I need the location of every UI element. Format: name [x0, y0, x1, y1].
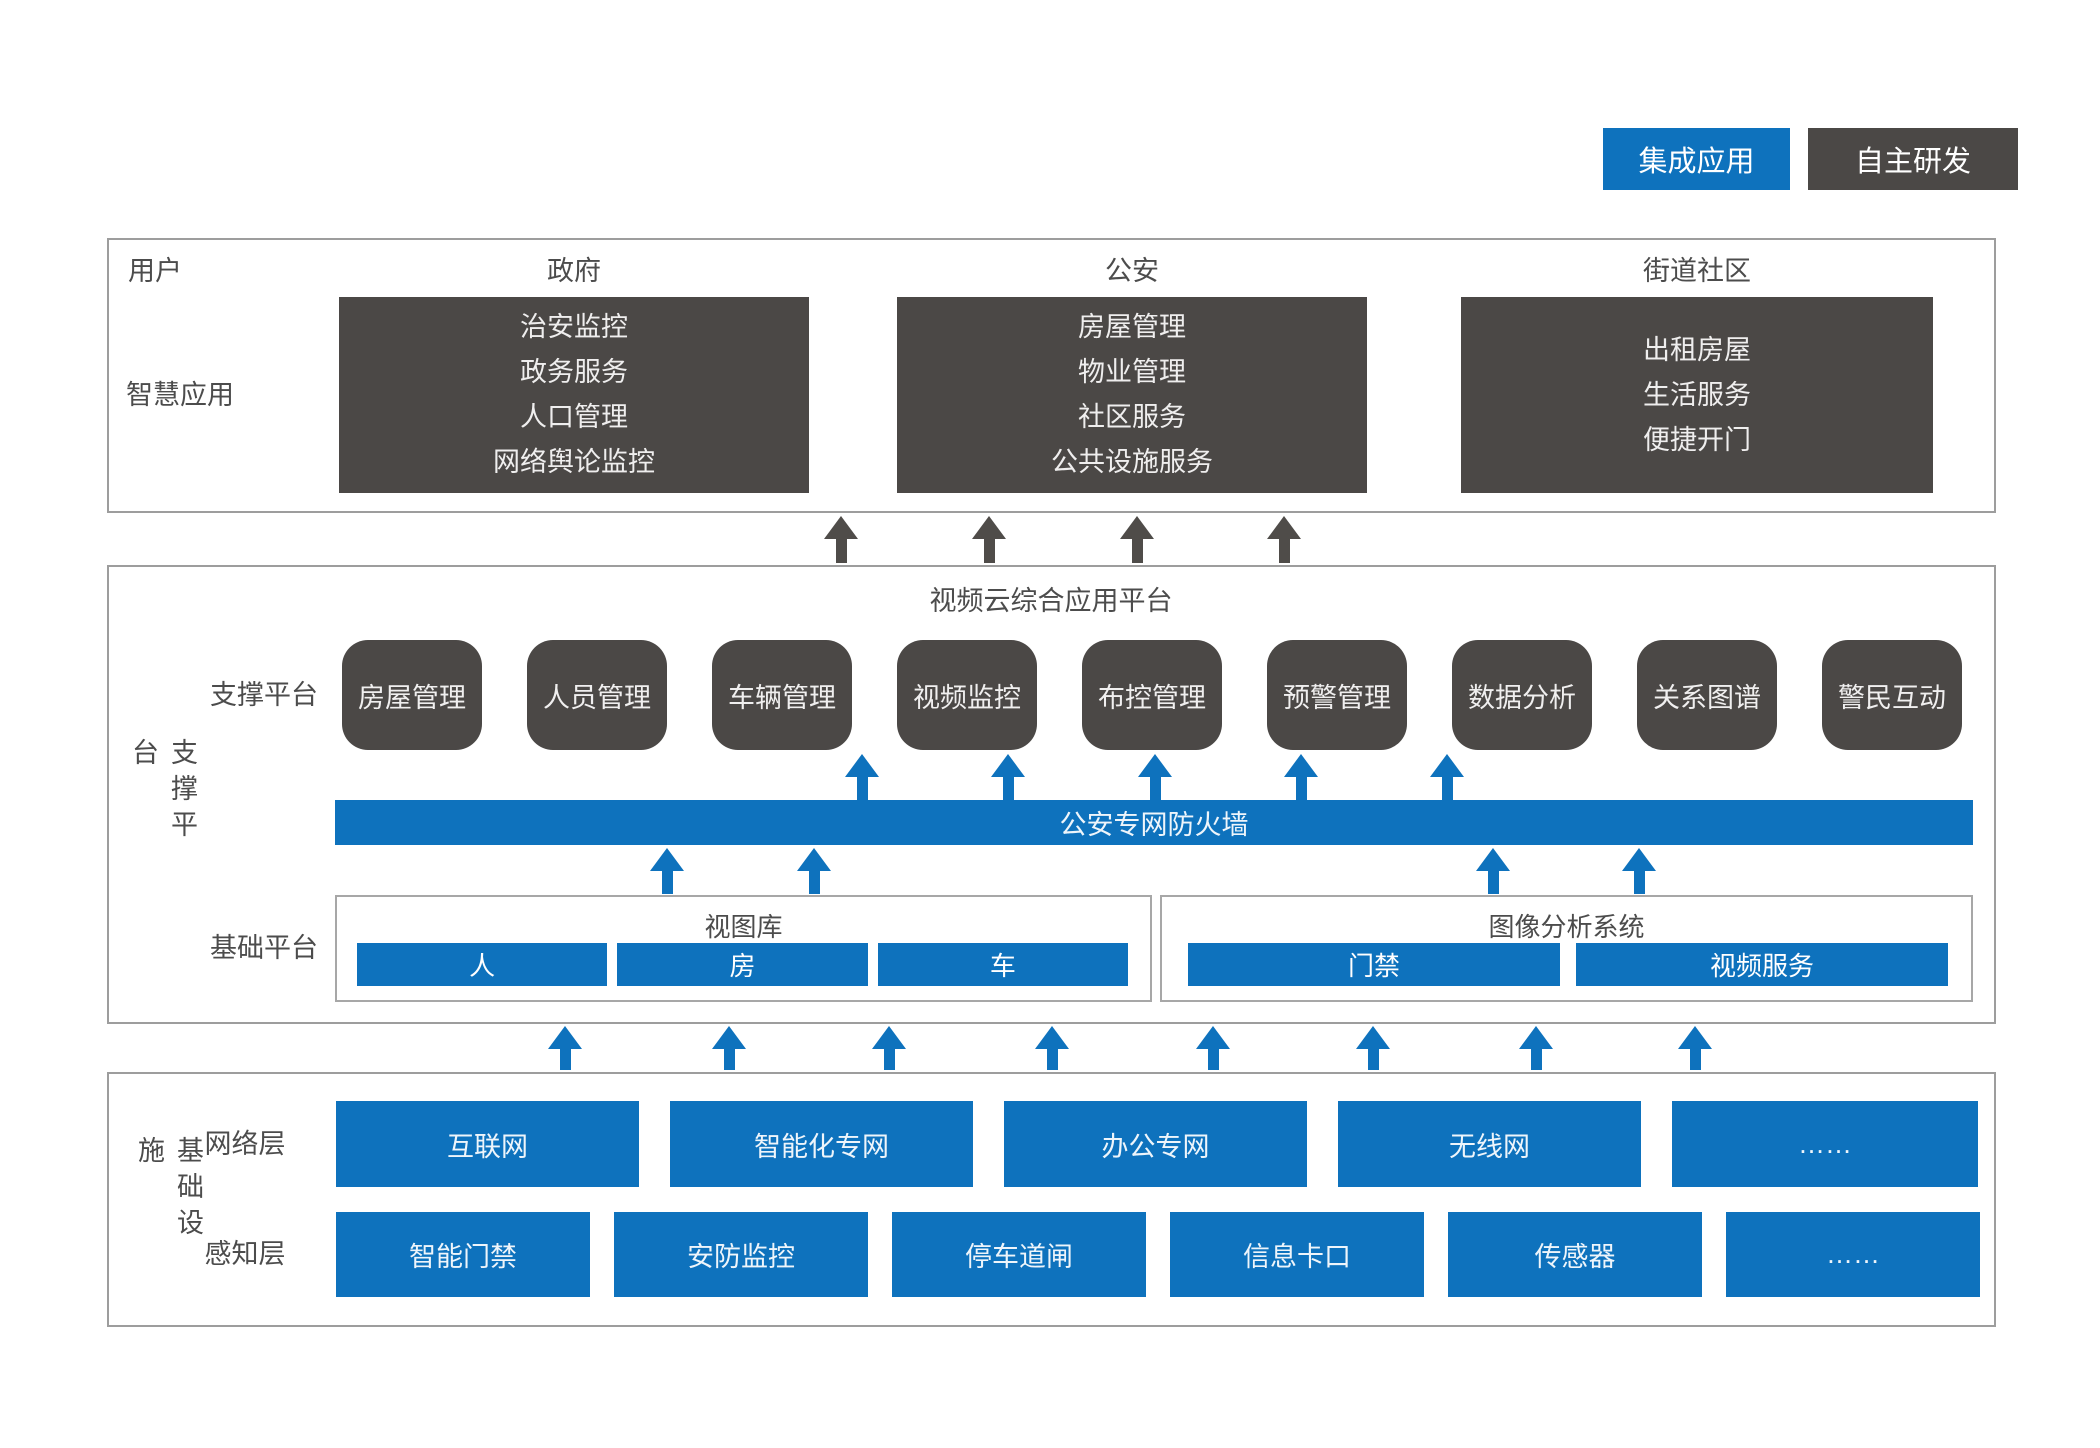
platform-side-label: 支撑平台 — [128, 738, 197, 846]
module-video-monitor: 视频监控 — [897, 640, 1037, 750]
module-house-mgmt: 房屋管理 — [342, 640, 482, 750]
arrow-up-icon — [1519, 1026, 1553, 1070]
arrow-up-icon — [797, 848, 831, 894]
arrow-up-icon — [1138, 754, 1172, 801]
infra-side-label: 基础设施 — [134, 1136, 203, 1244]
arrow-up-icon — [845, 754, 879, 801]
arrow-up-icon — [1476, 848, 1510, 894]
bar-video-service: 视频服务 — [1576, 943, 1948, 986]
module-police-citizen: 警民互动 — [1822, 640, 1962, 750]
column-header-government: 政府 — [547, 256, 601, 286]
module-relation-graph: 关系图谱 — [1637, 640, 1777, 750]
app-item: 政务服务 — [520, 357, 628, 387]
bar-house: 房 — [617, 943, 868, 986]
legend-integrated-app: 集成应用 — [1603, 128, 1790, 190]
network-intelligent: 智能化专网 — [670, 1101, 973, 1187]
image-analysis-box: 图像分析系统 门禁 视频服务 — [1160, 895, 1973, 1002]
arrow-up-icon — [824, 516, 858, 563]
sensor-security-cam: 安防监控 — [614, 1212, 868, 1297]
arrow-up-icon — [872, 1026, 906, 1070]
arrow-up-icon — [1356, 1026, 1390, 1070]
network-more: …… — [1672, 1101, 1978, 1187]
app-item: 公共设施服务 — [1051, 447, 1213, 477]
arrow-up-icon — [1267, 516, 1301, 563]
arrow-up-icon — [1430, 754, 1464, 801]
sensor-info-checkpoint: 信息卡口 — [1170, 1212, 1424, 1297]
base-row-label: 基础平台 — [210, 933, 318, 963]
sensor-layer-label: 感知层 — [204, 1239, 286, 1269]
module-warning-mgmt: 预警管理 — [1267, 640, 1407, 750]
module-vehicle-mgmt: 车辆管理 — [712, 640, 852, 750]
network-office: 办公专网 — [1004, 1101, 1307, 1187]
module-person-mgmt: 人员管理 — [527, 640, 667, 750]
police-apps-box: 房屋管理 物业管理 社区服务 公共设施服务 — [897, 297, 1367, 493]
sensor-more: …… — [1726, 1212, 1980, 1297]
users-row-label: 用户 — [128, 256, 182, 286]
arrow-up-icon — [1678, 1026, 1712, 1070]
arrow-up-icon — [1035, 1026, 1069, 1070]
arrow-up-icon — [650, 848, 684, 894]
network-wireless: 无线网 — [1338, 1101, 1641, 1187]
network-layer-label: 网络层 — [204, 1129, 286, 1159]
view-library-title: 视图库 — [704, 912, 783, 942]
arrow-up-icon — [1622, 848, 1656, 894]
smart-apps-row-label: 智慧应用 — [126, 380, 234, 410]
app-item: 出租房屋 — [1643, 334, 1751, 365]
image-analysis-title: 图像分析系统 — [1488, 912, 1645, 942]
app-item: 人口管理 — [520, 402, 628, 432]
arrow-up-icon — [972, 516, 1006, 563]
community-apps-box: 出租房屋 生活服务 便捷开门 — [1461, 297, 1933, 493]
arrow-up-icon — [712, 1026, 746, 1070]
sensor-sensors: 传感器 — [1448, 1212, 1702, 1297]
legend-self-developed: 自主研发 — [1808, 128, 2018, 190]
network-internet: 互联网 — [336, 1101, 639, 1187]
sensor-smart-door: 智能门禁 — [336, 1212, 590, 1297]
bar-person: 人 — [357, 943, 608, 986]
app-item: 社区服务 — [1078, 402, 1186, 432]
sensor-parking-gate: 停车道闸 — [892, 1212, 1146, 1297]
government-apps-box: 治安监控 政务服务 人口管理 网络舆论监控 — [339, 297, 809, 493]
app-item: 便捷开门 — [1643, 424, 1751, 455]
module-data-analysis: 数据分析 — [1452, 640, 1592, 750]
firewall-bar: 公安专网防火墙 — [335, 800, 1973, 845]
arrow-up-icon — [1196, 1026, 1230, 1070]
app-item: 网络舆论监控 — [493, 447, 655, 477]
app-item: 物业管理 — [1078, 357, 1186, 387]
arrow-up-icon — [1284, 754, 1318, 801]
app-item: 治安监控 — [520, 312, 628, 342]
bar-vehicle: 车 — [877, 943, 1128, 986]
arrow-up-icon — [991, 754, 1025, 801]
view-library-box: 视图库 人 房 车 — [335, 895, 1152, 1002]
module-control-mgmt: 布控管理 — [1082, 640, 1222, 750]
column-header-police: 公安 — [1105, 256, 1159, 286]
bar-access-control: 门禁 — [1188, 943, 1560, 986]
support-row-label: 支撑平台 — [210, 680, 318, 710]
platform-title: 视频云综合应用平台 — [929, 586, 1173, 616]
app-item: 房屋管理 — [1078, 312, 1186, 342]
column-header-community: 街道社区 — [1643, 256, 1751, 286]
app-item: 生活服务 — [1643, 379, 1751, 410]
arrow-up-icon — [1120, 516, 1154, 563]
arrow-up-icon — [548, 1026, 582, 1070]
